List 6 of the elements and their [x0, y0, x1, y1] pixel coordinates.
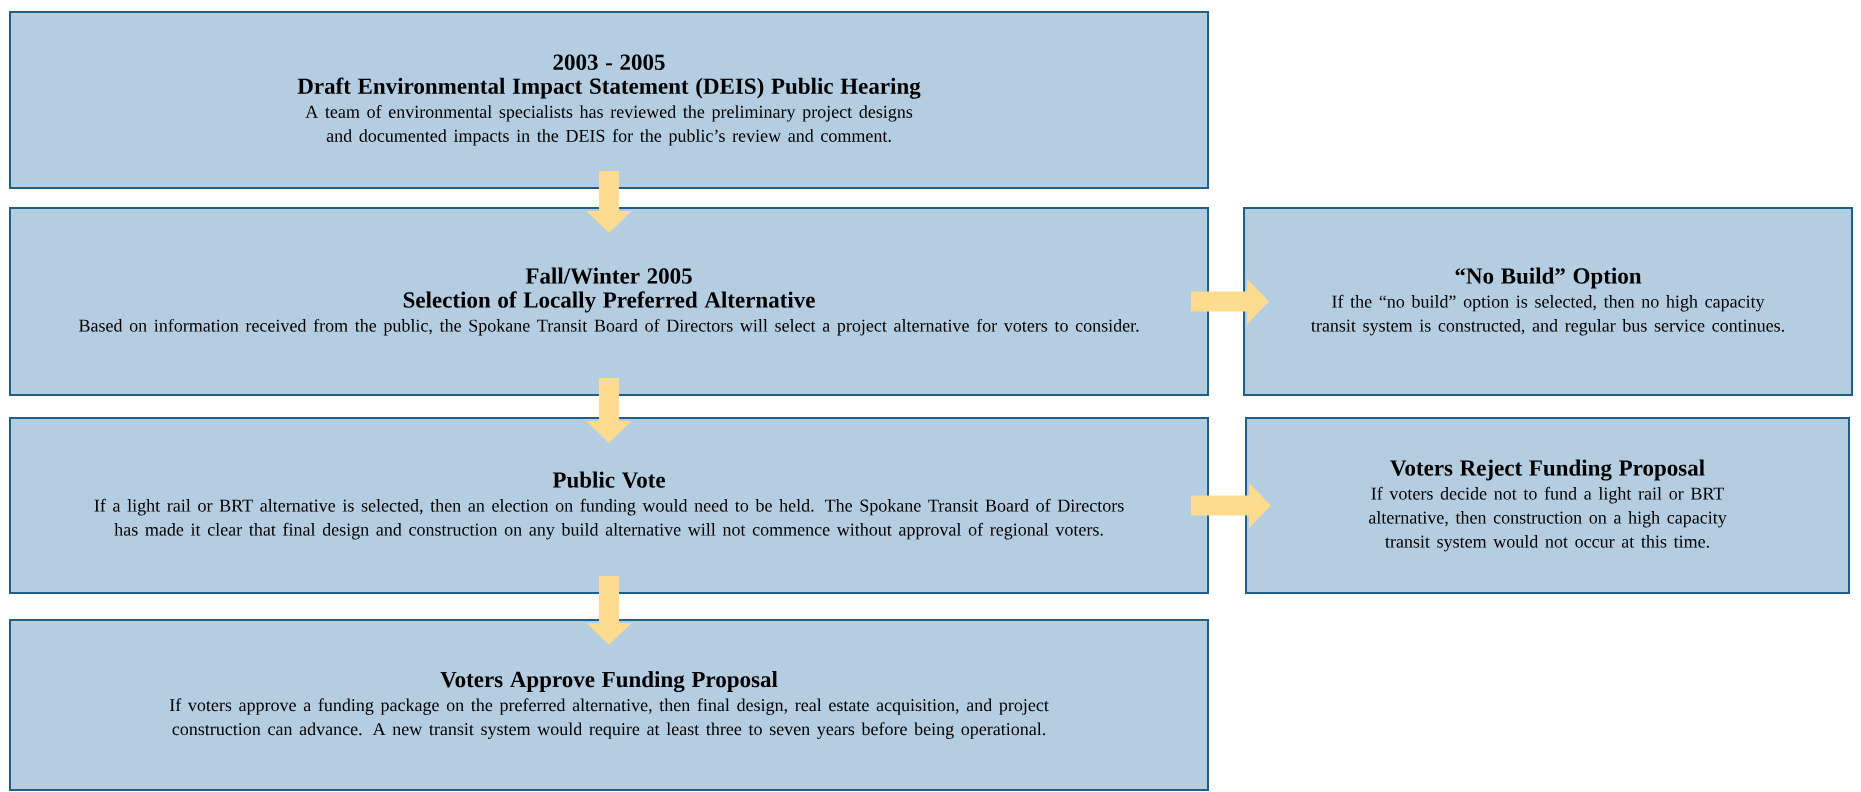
process-box: Voters Reject Funding Proposal If voters decide not to fund a light rail or BRT alternative, then construction on a high capacity transit system would not occur at this time. — [1245, 417, 1851, 594]
process-box: Voters Approve Funding Proposal If voters approve a funding package on the preferred alternative, then final design, real estate acquisition, and project construction can advance. A new transit system would require at least three to seven years before being operational. — [9, 619, 1209, 791]
process-box: “No Build” Option If the “no build” option is selected, then no high capacity transit system is constructed, and regular bus service continues. — [1243, 207, 1854, 396]
process-box: 2003 - 2005 Draft Environmental Impact Statement (DEIS) Public Hearing A team of environmental specialists has reviewed the preliminary project designs and documented impacts in the DEIS for the public’s review and comment. — [9, 11, 1209, 189]
process-box: Fall/Winter 2005 Selection of Locally Preferred Alternative Based on information received from the public, the Spokane Transit Board of Directors will select a project alternative for voters to consider. — [9, 207, 1209, 396]
process-box: Public Vote If a light rail or BRT alternative is selected, then an election on funding would need to be held. The Spokane Transit Board of Directors has made it clear that final design and construction on any build alternative will not commence without approval of regional voters. — [9, 417, 1209, 594]
